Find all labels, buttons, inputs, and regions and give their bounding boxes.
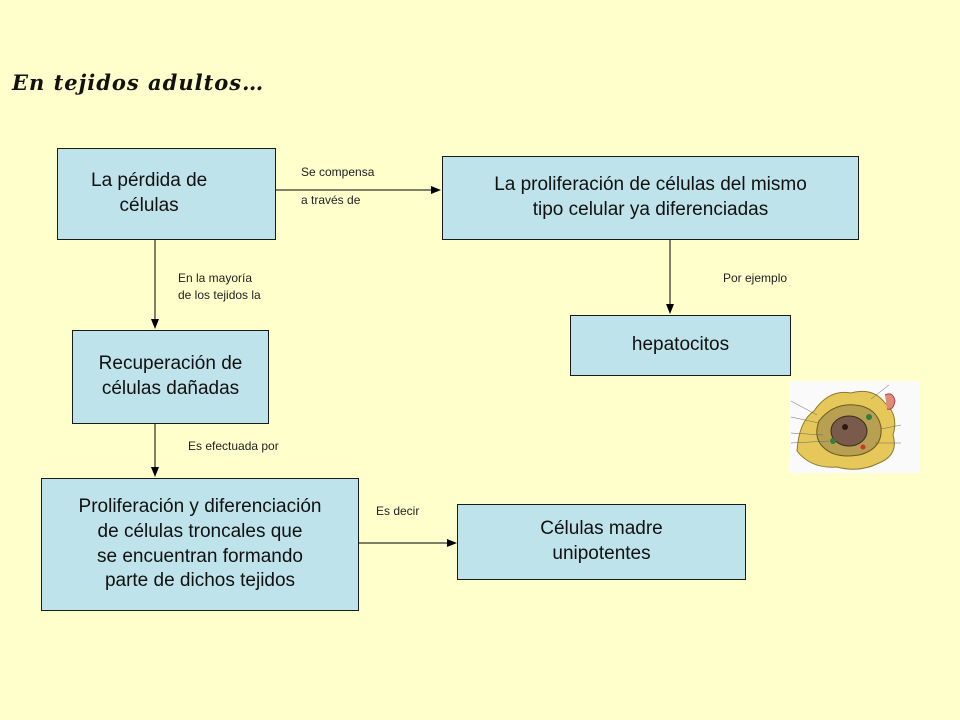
label-es-decir: Es decir xyxy=(376,504,420,518)
box-proliferacion-mismo-tipo: La proliferación de células del mismo ti… xyxy=(442,156,859,240)
box-celulas-unipotentes: Células madre unipotentes xyxy=(457,504,746,580)
label-a-traves-de: a través de xyxy=(301,193,361,207)
label-es-efectuada-por: Es efectuada por xyxy=(188,439,279,453)
hepatocyte-cell-illustration xyxy=(789,381,919,473)
label-por-ejemplo: Por ejemplo xyxy=(723,271,788,285)
box-proliferacion-troncales: Proliferación y diferenciación de célula… xyxy=(41,478,359,611)
box-perdida-celulas: La pérdida de células xyxy=(57,148,276,240)
box-recuperacion-celulas: Recuperación de células dañadas xyxy=(72,330,269,424)
box-hepatocitos: hepatocitos xyxy=(570,315,791,376)
label-se-compensa: Se compensa xyxy=(301,165,375,179)
label-en-la-mayoria: En la mayoría de los tejidos la xyxy=(178,271,261,303)
page-title: En tejidos adultos… xyxy=(12,70,265,95)
